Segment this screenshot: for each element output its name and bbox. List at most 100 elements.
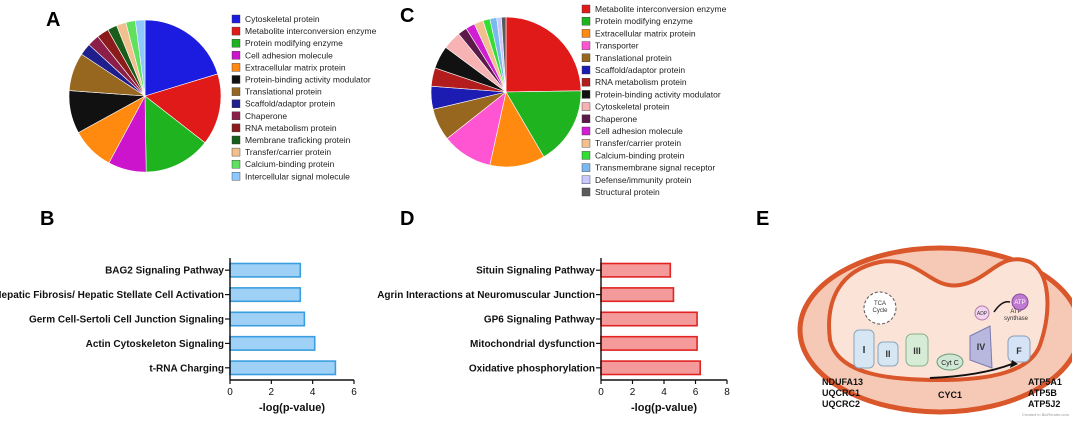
legend-entry: RNA metabolism protein [245,123,337,133]
legend-swatch [231,87,241,96]
bar [229,335,316,351]
category-label: Mitochondrial dysfunction [470,339,595,350]
legend-entry: Calcium-binding protein [595,150,685,160]
panel-label-d: D [400,208,414,230]
atp-synthase-icon [1007,335,1031,363]
bar [229,360,337,376]
category-label: Situin Signaling Pathway [476,266,595,277]
legend-entry: Transfer/carrier protein [245,147,331,157]
bar [600,311,698,327]
legend-swatch [581,187,591,197]
legend-swatch [581,126,591,136]
bar [600,287,675,303]
x-tick-label: 4 [661,387,667,398]
x-tick-label: 2 [630,387,636,398]
legend-swatch [581,53,591,62]
legend-swatch [581,175,591,185]
bar [229,287,302,303]
complex-iii-icon [905,333,929,367]
legend-entry: Protein modifying enzyme [595,16,693,26]
legend-entry: Chaperone [595,114,637,124]
legend-entry: Cell adhesion molecule [245,50,333,60]
pie-slice [501,16,507,93]
legend-entry: Defense/immunity protein [595,175,692,185]
legend-swatch [231,123,241,133]
legend-swatch [581,138,591,148]
cyt-c-label: Cyt C [941,360,959,367]
x-tick-label: 6 [351,387,357,398]
legend-entry: Protein-binding activity modulator [245,75,371,85]
panel-label-e: E [756,208,769,230]
complex-i-label: I [863,345,866,356]
legend-swatch [231,75,241,84]
legend-swatch [581,114,591,124]
legend-swatch [581,17,591,26]
pie-slice [144,73,222,144]
legend-swatch [231,51,241,60]
electron-flow-arrow [929,363,1013,379]
bar [229,311,306,327]
category-label: Actin Cytoskeleton Signaling [86,339,224,350]
legend-swatch [581,65,591,75]
legend-entry: RNA metabolism protein [595,77,687,87]
complex-ii-label: II [885,349,890,359]
legend-swatch [581,41,591,50]
legend-entry: Structural protein [595,187,660,197]
legend-swatch [231,99,241,108]
legend-swatch [231,159,241,169]
atp-synthase-f-label: F [1016,346,1022,356]
legend-swatch [581,90,591,99]
category-label: t-RNA Charging [149,363,224,374]
legend-swatch [581,151,591,160]
category-label: Oxidative phosphorylation [469,363,595,374]
category-label: Agrin Interactions at Neuromuscular Junc… [377,290,595,301]
legend-entry: Membrane traficking protein [245,135,351,145]
pie-slice [144,19,219,97]
x-tick-label: 4 [310,387,316,398]
legend-entry: Transfer/carrier protein [595,138,681,148]
panel-label-a: A [46,9,60,31]
complex-iii-label: III [913,346,921,356]
x-tick-label: 0 [598,387,604,398]
x-tick-label: 0 [227,387,233,398]
complex-i-icon [853,329,875,369]
panel-label-c: C [400,5,414,27]
panel-label-b: B [40,208,54,230]
legend-entry: Extracellular matrix protein [595,28,696,38]
legend-swatch [231,14,241,24]
legend-swatch [581,77,591,87]
category-label: GP6 Signaling Pathway [484,315,596,326]
bar [600,360,702,376]
legend-swatch [231,172,241,181]
center-gene: CYC1 [938,390,962,400]
cyt-c-icon [936,353,964,371]
legend-swatch [231,39,241,48]
category-label: BAG2 Signaling Pathway [105,266,224,277]
legend-entry: Transmembrane signal receptor [595,163,715,173]
legend-entry: Chaperone [245,111,287,121]
complex-ii-icon [877,341,899,367]
legend-swatch [581,102,591,111]
legend-entry: Metabolite interconversion enzyme [595,4,727,14]
adp-label: ADP [977,311,988,317]
legend-entry: Cytoskeletal protein [595,102,670,112]
pie-chart-c: Metabolite interconversion enzymeProtein… [430,4,727,197]
legend-swatch [581,4,591,14]
x-tick-label: 2 [269,387,275,398]
atp-production-arrow [993,300,1011,313]
legend-swatch [231,111,241,121]
legend-swatch [231,135,241,145]
legend-entry: Scaffold/adaptor protein [595,65,685,75]
legend-entry: Metabolite interconversion enzyme [245,26,377,36]
legend-entry: Scaffold/adaptor protein [245,99,335,109]
legend-entry: Protein-binding activity modulator [595,89,721,99]
x-axis-label: -log(p-value) [259,402,325,414]
pie-slice [505,90,582,158]
